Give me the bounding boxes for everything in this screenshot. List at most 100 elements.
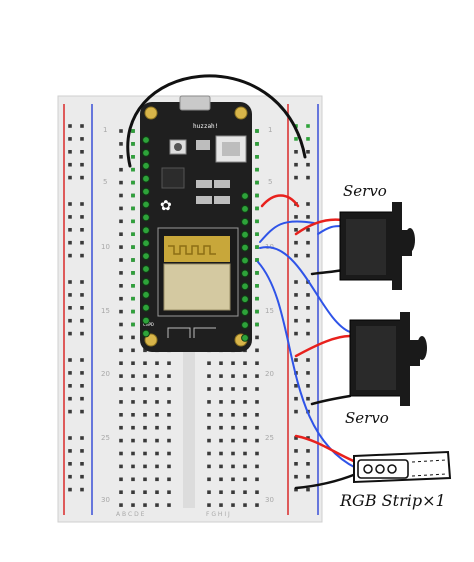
breadboard-hole xyxy=(80,240,84,245)
breadboard-hole xyxy=(68,409,72,414)
breadboard-hole xyxy=(68,253,72,258)
breadboard-hole xyxy=(306,384,310,388)
breadboard-hole xyxy=(80,449,84,453)
breadboard-hole xyxy=(167,438,171,443)
breadboard-hole xyxy=(294,358,298,362)
breadboard-hole xyxy=(119,464,123,469)
breadboard-hole xyxy=(294,331,298,336)
header-pin xyxy=(241,334,249,342)
breadboard-hole xyxy=(119,400,123,404)
silkscreen-mark xyxy=(167,327,216,338)
breadboard-hole xyxy=(255,451,259,456)
breadboard-hole xyxy=(80,384,84,388)
breadboard-hole xyxy=(80,331,84,336)
breadboard-hole xyxy=(243,464,247,469)
breadboard-hole xyxy=(243,387,247,391)
breadboard-hole xyxy=(219,425,223,430)
breadboard-hole xyxy=(143,477,147,482)
row-labels: 1 5 10 15 20 25 30 1 5 10 15 20 25 30 xyxy=(101,126,274,504)
breadboard-hole xyxy=(167,425,171,430)
wire-red-servo-bottom xyxy=(294,334,352,358)
breadboard-hole xyxy=(306,331,310,336)
breadboard-hole xyxy=(167,490,171,494)
breadboard-hole xyxy=(255,361,259,365)
breadboard-hole xyxy=(68,449,72,453)
breadboard-hole xyxy=(68,384,72,388)
header-pin xyxy=(142,290,150,299)
breadboard-hole xyxy=(219,438,223,443)
breadboard-hole xyxy=(306,318,310,323)
breadboard-hole xyxy=(119,413,123,417)
breadboard-hole xyxy=(255,296,259,301)
breadboard-hole xyxy=(80,371,84,375)
mounting-hole xyxy=(144,106,158,120)
breadboard-hole xyxy=(119,180,123,185)
wire-blue-servo-bottom-signal xyxy=(259,246,351,333)
breadboard-hole xyxy=(155,361,159,365)
breadboard-hole xyxy=(306,137,310,141)
breadboard-hole xyxy=(207,451,211,456)
breadboard-hole xyxy=(119,219,123,224)
breadboard-hole xyxy=(294,280,298,284)
breadboard-hole xyxy=(143,400,147,404)
row-label-30-right: 30 xyxy=(265,496,274,504)
breadboard-hole xyxy=(143,374,147,378)
breadboard-hole xyxy=(306,228,310,232)
breadboard-hole xyxy=(243,425,247,430)
mounting-hole xyxy=(234,106,248,120)
breadboard-hole xyxy=(68,215,72,219)
pin-text: CHPD xyxy=(143,322,154,328)
breadboard-hole xyxy=(143,438,147,443)
reset-button-cap xyxy=(174,143,182,151)
breadboard-hole xyxy=(131,296,135,301)
breadboard-hole xyxy=(155,400,159,404)
breadboard-hole xyxy=(155,387,159,391)
breadboard-hole xyxy=(155,464,159,469)
breadboard-hole xyxy=(155,503,159,507)
breadboard-hole xyxy=(243,400,247,404)
breadboard-hole xyxy=(131,232,135,236)
component xyxy=(214,196,230,204)
header-pin xyxy=(142,149,150,157)
breadboard-hole xyxy=(255,245,259,249)
breadboard-hole xyxy=(68,150,72,154)
breadboard-hole xyxy=(255,180,259,185)
breadboard-hole xyxy=(119,258,123,262)
breadboard-hole xyxy=(68,396,72,401)
row-label-20: 20 xyxy=(101,370,110,378)
breadboard-hole xyxy=(119,193,123,198)
servo-horn-cap xyxy=(405,228,415,252)
breadboard-hole xyxy=(131,374,135,378)
header-pin xyxy=(241,192,249,200)
breadboard-hole xyxy=(306,162,310,167)
breadboard-hole xyxy=(68,202,72,206)
servo-top-label: Servo xyxy=(343,182,387,200)
component xyxy=(214,180,230,188)
breadboard-hole xyxy=(131,284,135,288)
breadboard-hole xyxy=(306,462,310,466)
breadboard-hole xyxy=(80,487,84,492)
breadboard-hole xyxy=(167,374,171,378)
breadboard-hole xyxy=(80,474,84,479)
breadboard-hole xyxy=(243,413,247,417)
breadboard-hole xyxy=(119,490,123,494)
breadboard-hole xyxy=(68,371,72,375)
breadboard-hole xyxy=(294,384,298,388)
breadboard-hole xyxy=(80,137,84,141)
header-pin xyxy=(241,282,249,291)
breadboard-hole xyxy=(219,400,223,404)
row-label-5: 5 xyxy=(103,178,107,186)
breadboard-hole xyxy=(119,322,123,327)
header-pin xyxy=(241,230,249,239)
breadboard-hole xyxy=(143,490,147,494)
component xyxy=(196,140,210,150)
breadboard-hole xyxy=(219,451,223,456)
breadboard-hole xyxy=(294,436,298,440)
mounting-hole xyxy=(144,333,158,347)
breadboard-hole xyxy=(155,477,159,482)
breadboard-hole xyxy=(255,335,259,340)
breadboard-hole xyxy=(68,487,72,492)
breadboard-hole xyxy=(155,413,159,417)
breadboard-hole xyxy=(119,142,123,146)
breadboard-hole xyxy=(119,167,123,172)
